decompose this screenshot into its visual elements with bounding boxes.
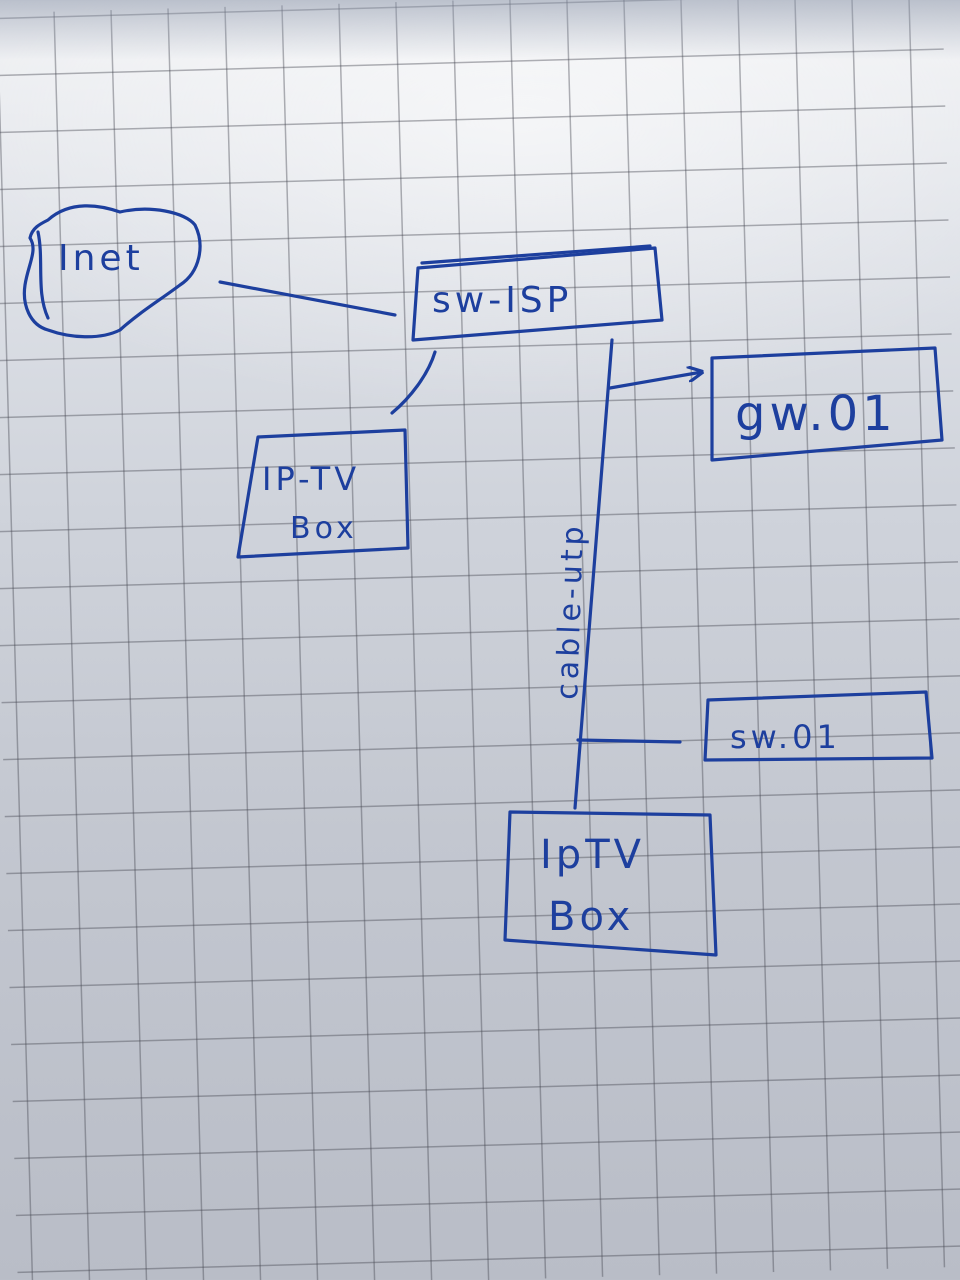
- sw-01-box: [703, 690, 934, 762]
- edge-sw-isp-to-iptv-box-1: [390, 350, 437, 415]
- iptv-box-2-node: IpTV Box: [503, 810, 718, 957]
- sw-01-node: sw.01: [703, 690, 934, 762]
- edge-trunk-to-sw-01: [576, 738, 682, 744]
- sw-isp-box-top-overstroke: [420, 244, 652, 265]
- cable-utp-label: cable-utp: [550, 522, 591, 700]
- gw-01-label: gw.01: [735, 386, 897, 442]
- inet-node: Inet: [22, 204, 202, 339]
- sw-01-label: sw.01: [730, 718, 841, 756]
- paper-edge-shadow: [0, 0, 960, 60]
- inet-cloud-shape: [22, 204, 202, 339]
- sw-isp-node: sw-ISP: [411, 244, 664, 342]
- gw-01-box: [710, 346, 944, 462]
- sw-isp-label: sw-ISP: [432, 280, 572, 321]
- edge-inet-to-sw-isp: [218, 280, 397, 317]
- iptv-box-1-label-line2: Box: [290, 511, 358, 546]
- iptv-box-2-label-line1: IpTV: [540, 832, 645, 878]
- iptv-box-2-box: [503, 810, 718, 957]
- sw-isp-box: [411, 246, 664, 342]
- iptv-box-1-label-line1: IP-TV: [262, 460, 360, 498]
- trunk-line: [573, 338, 614, 810]
- inet-label: Inet: [58, 238, 144, 279]
- gw-01-node: gw.01: [710, 346, 944, 462]
- inet-cloud-inner-curve: [36, 230, 50, 320]
- iptv-box-1-box: [236, 428, 410, 559]
- edge-trunk-to-gw-01: [608, 372, 702, 390]
- iptv-box-1-node: IP-TV Box: [236, 428, 410, 559]
- iptv-box-2-label-line2: Box: [548, 894, 634, 940]
